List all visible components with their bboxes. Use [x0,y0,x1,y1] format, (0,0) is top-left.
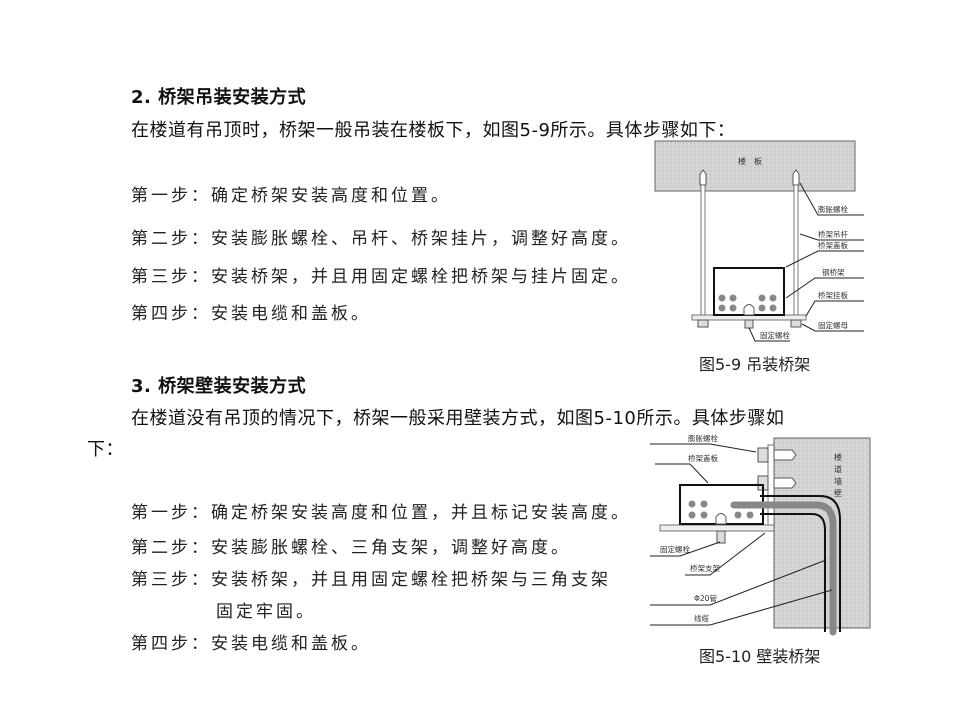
section-3-step-4: 第四步：安装电缆和盖板。 [131,634,371,654]
section-2-step-2: 第二步：安装膨胀螺栓、吊杆、桥架挂片，调整好高度。 [131,229,631,249]
label-tray-bracket: 桥架支架 [690,563,720,573]
section-3-step-1: 第一步：确定桥架安装高度和位置，并且标记安装高度。 [131,503,631,523]
section-2-heading: 2. 桥架吊装安装方式 [131,87,307,108]
label-hanger-rod: 桥架吊杆 [818,229,848,239]
svg-text:壁: 壁 [834,488,842,498]
svg-text:道: 道 [834,464,842,474]
figure-5-10-wall-tray-diagram: 楼 道 墙 壁 膨胀螺栓 桥架盖板 固定螺栓 桥架支架 Φ20管 线缆 [650,433,871,636]
slab-label: 楼 板 [738,156,762,166]
label-tray-cover: 桥架盖板 [688,453,718,463]
label-tray-cover: 桥架盖板 [818,240,848,250]
section-2-intro: 在楼道有吊顶时，桥架一般吊装在楼板下，如图5-9所示。具体步骤如下： [131,120,736,141]
label-expansion-bolt: 膨胀螺栓 [688,433,718,443]
figure-5-9-hanging-tray-diagram: 楼 板 膨胀螺栓 桥架吊杆 桥架盖板 钢桥架 桥架挂板 固定螺母 固定螺栓 [654,140,864,342]
section-3-heading: 3. 桥架壁装安装方式 [131,376,307,397]
label-fixing-bolt: 固定螺栓 [760,330,790,340]
section-3-step-3: 第三步：安装桥架，并且用固定螺栓把桥架与三角支架 [131,570,611,590]
label-hanger-plate: 桥架挂板 [818,290,848,300]
label-cable: 线缆 [694,613,709,623]
section-3-intro-line-2: 下： [87,439,124,460]
svg-text:楼: 楼 [834,452,842,462]
label-fixing-nut: 固定螺母 [818,320,848,330]
label-expansion-bolt: 膨胀螺栓 [818,204,848,214]
figure-5-9-caption: 图5-9 吊装桥架 [699,355,811,374]
label-fixing-bolt: 固定螺栓 [660,544,690,554]
section-3-intro-line-1: 在楼道没有吊顶的情况下，桥架一般采用壁装方式，如图5-10所示。具体步骤如 [131,408,785,429]
section-3-step-3-continued: 固定牢固。 [216,602,316,622]
section-2-step-3: 第三步：安装桥架，并且用固定螺栓把桥架与挂片固定。 [131,267,631,287]
label-steel-tray: 钢桥架 [822,267,845,277]
section-2-step-1: 第一步：确定桥架安装高度和位置。 [131,186,451,206]
svg-text:墙: 墙 [834,476,842,486]
figure-5-10-caption: 图5-10 壁装桥架 [699,647,821,666]
section-2-step-4: 第四步：安装电缆和盖板。 [131,304,371,324]
label-conduit: Φ20管 [694,593,717,603]
section-3-step-2: 第二步：安装膨胀螺栓、三角支架，调整好高度。 [131,538,571,558]
